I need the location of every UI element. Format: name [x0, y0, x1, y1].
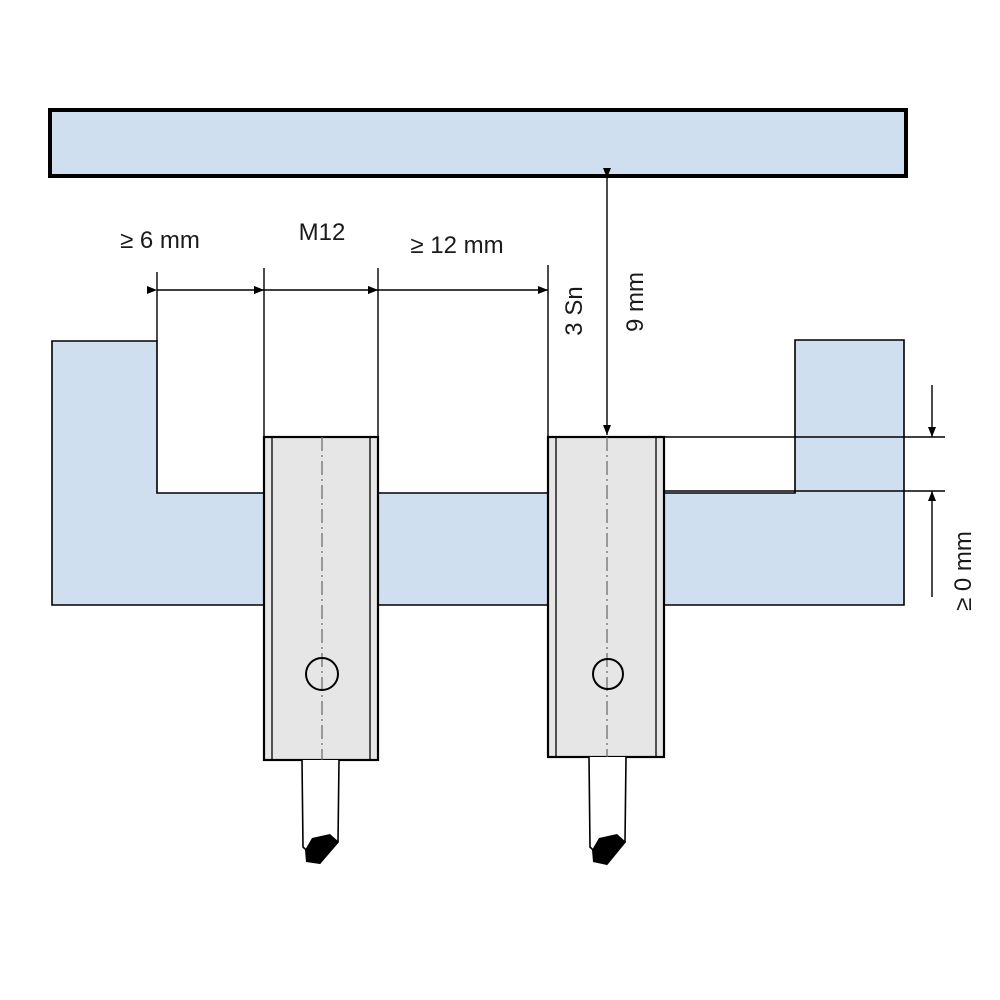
target-distance-sn-label: 3 Sn — [561, 286, 588, 335]
sensor-left — [262, 435, 380, 865]
flush-offset-label: ≥ 0 mm — [950, 531, 977, 611]
sensor-right-led — [592, 658, 624, 690]
sensor-left-led — [305, 657, 339, 691]
thread-size-label: M12 — [299, 219, 346, 246]
target-distance-mm-label: 9 mm — [622, 272, 649, 332]
sensor-right-body — [546, 435, 666, 759]
spacing-label: ≥ 12 mm — [410, 232, 503, 259]
sensor-left-cable-end — [305, 834, 339, 864]
target-plate — [48, 108, 908, 178]
sensor-right-cable-end — [592, 834, 626, 865]
side-clearance-label: ≥ 6 mm — [120, 227, 200, 254]
sensor-left-body — [262, 435, 380, 762]
sensor-right — [546, 435, 666, 866]
mounting-bracket — [51, 339, 905, 606]
